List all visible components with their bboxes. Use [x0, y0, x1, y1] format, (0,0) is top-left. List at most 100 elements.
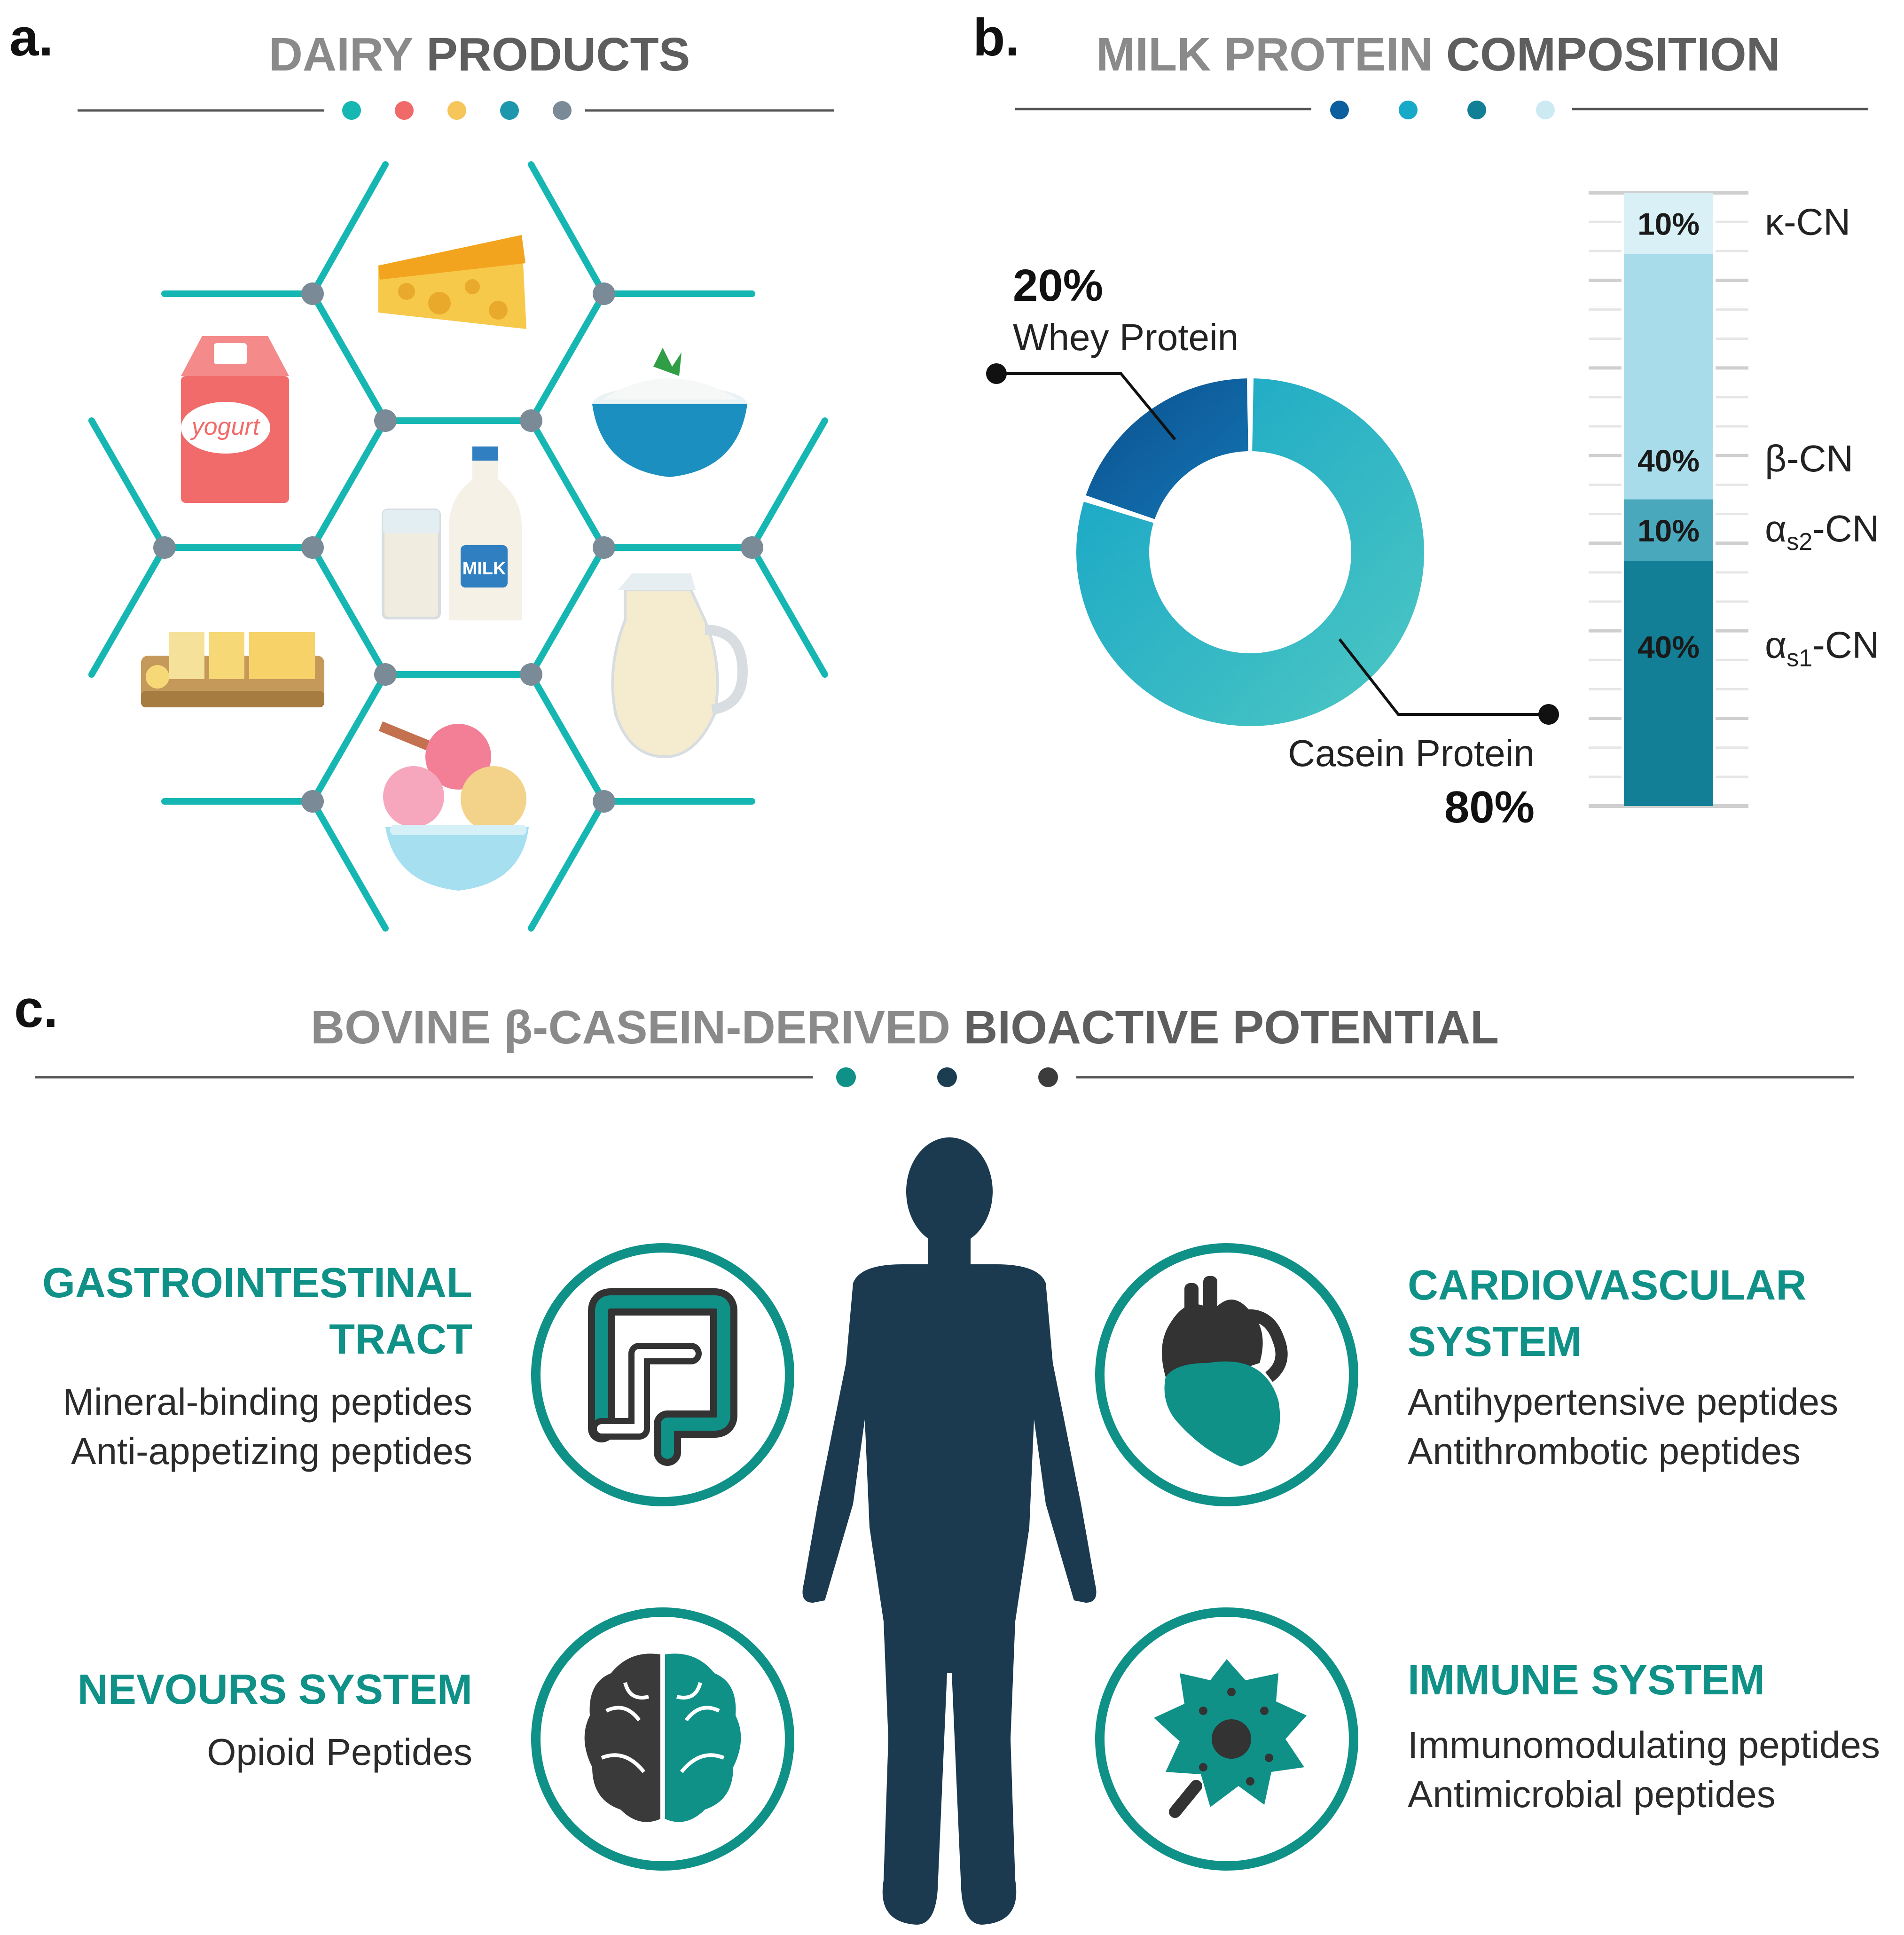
- silhouette-head: [906, 1137, 993, 1246]
- panel-b-title-part1: MILK PROTEIN: [1096, 28, 1433, 81]
- system-icon-circles: [531, 1243, 1358, 1871]
- panel-a-dot: [553, 101, 572, 120]
- bar-segment: [1624, 499, 1713, 561]
- hex-line: [749, 544, 828, 678]
- category-tail: -CN: [1812, 508, 1879, 549]
- bar-segment-percent: 40%: [1638, 630, 1700, 665]
- hex-line: [749, 417, 828, 551]
- casein-name-label: Casein Protein: [1288, 732, 1535, 774]
- casein-leader-dot: [1538, 704, 1559, 725]
- gi-title-line2: TRACT: [329, 1316, 472, 1363]
- bar-segment-percent: 10%: [1638, 513, 1700, 548]
- cardio-title-line2: SYSTEM: [1408, 1318, 1582, 1365]
- category-main: α: [1765, 508, 1786, 549]
- bar-segment-percent: 10%: [1638, 206, 1700, 241]
- hex-node: [520, 409, 542, 432]
- panel-a-title-part2: PRODUCTS: [426, 28, 690, 81]
- whey-percent-label: 20%: [1013, 260, 1103, 311]
- panel-c-dot: [937, 1067, 957, 1087]
- panel-a-dot: [447, 101, 466, 120]
- gi-title-line1: GASTROINTESTINAL: [42, 1260, 472, 1307]
- panel-c-title-part1: BOVINE β-CASEIN-DERIVED: [311, 1001, 950, 1054]
- category-main: κ-CN: [1765, 201, 1850, 243]
- hex-node: [301, 536, 324, 559]
- cheese-icon: [378, 235, 526, 329]
- hex-nodes: [153, 282, 763, 813]
- bar-segment: [1624, 254, 1713, 500]
- protein-donut-chart: [1076, 378, 1424, 726]
- panel-b-dots: [1330, 101, 1555, 119]
- casein-leader-line: [1338, 638, 1549, 716]
- panel-c-dot: [1038, 1067, 1058, 1087]
- hex-node: [520, 663, 542, 686]
- panel-c-title-part2: BIOACTIVE POTENTIAL: [964, 1001, 1499, 1054]
- panel-a-dot: [342, 101, 361, 120]
- nervous-circle: [531, 1607, 794, 1871]
- immune-cell-icon: [1154, 1659, 1307, 1818]
- hex-node: [593, 790, 615, 813]
- nervous-item: Opioid Peptides: [207, 1731, 472, 1773]
- ice-cream-bowl-icon: [378, 721, 529, 891]
- category-subscript: s1: [1786, 645, 1812, 672]
- gi-item: Mineral-binding peptides: [63, 1381, 472, 1423]
- panel-c-dots: [836, 1067, 1058, 1087]
- intestine-icon: [588, 1288, 737, 1466]
- heart-icon: [1162, 1276, 1288, 1466]
- immune-title: IMMUNE SYSTEM: [1408, 1657, 1765, 1704]
- yogurt-carton-icon: yogurt: [181, 336, 289, 503]
- bar-segment-category: αs1-CN: [1765, 624, 1879, 672]
- gi-circle: [531, 1243, 794, 1506]
- cardio-item: Antihypertensive peptides: [1408, 1381, 1838, 1423]
- panel-b-letter: b.: [973, 8, 1020, 67]
- immune-circle: [1095, 1607, 1358, 1871]
- panel-c-dot: [836, 1067, 856, 1087]
- cardio-circle: [1095, 1243, 1358, 1506]
- milk-bottle-glass-icon: MILK: [382, 447, 522, 620]
- category-subscript: s2: [1786, 528, 1812, 556]
- human-silhouette: [802, 1137, 1097, 1925]
- carton-label: yogurt: [190, 413, 261, 440]
- hex-node: [741, 536, 763, 559]
- bottle-label: MILK: [462, 559, 506, 579]
- category-main: β-CN: [1765, 438, 1853, 479]
- hex-node: [593, 282, 615, 305]
- hex-node: [153, 536, 176, 559]
- nervous-title: NEVOURS SYSTEM: [78, 1666, 472, 1713]
- category-tail: -CN: [1812, 624, 1879, 666]
- sour-cream-bowl-icon: [592, 348, 747, 477]
- silhouette-body: [802, 1264, 1097, 1925]
- panel-c-title: BOVINE β-CASEIN-DERIVED BIOACTIVE POTENTI…: [311, 1001, 1499, 1054]
- donut-slice-casein: [1076, 378, 1424, 726]
- panel-a-title-part1: DAIRY: [269, 28, 413, 81]
- immune-item: Antimicrobial peptides: [1408, 1773, 1776, 1815]
- hex-node: [301, 282, 324, 305]
- hex-node: [593, 536, 615, 559]
- hex-node: [374, 663, 397, 686]
- hex-line: [88, 417, 168, 551]
- bar-segment-category: κ-CN: [1765, 201, 1850, 243]
- casein-percent-label: 80%: [1444, 782, 1535, 832]
- bar-segment: [1624, 561, 1713, 806]
- whey-leader-dot: [986, 363, 1007, 384]
- donut-slice-whey: [1086, 378, 1248, 519]
- silhouette-neck: [928, 1234, 971, 1269]
- hex-node: [374, 409, 397, 432]
- bar-segment-percent: 40%: [1638, 443, 1700, 478]
- milk-jug-icon: [611, 573, 748, 759]
- panel-a-dot: [500, 101, 519, 120]
- whey-name-label: Whey Protein: [1013, 316, 1238, 358]
- gi-item: Anti-appetizing peptides: [71, 1430, 472, 1472]
- bar-segment-category: αs2-CN: [1765, 508, 1879, 556]
- panel-b-title-part2: COMPOSITION: [1446, 28, 1780, 81]
- hex-line: [88, 544, 168, 678]
- panel-b-dot: [1330, 101, 1349, 119]
- immune-item: Immunomodulating peptides: [1408, 1724, 1880, 1766]
- panel-a-letter: a.: [9, 8, 53, 67]
